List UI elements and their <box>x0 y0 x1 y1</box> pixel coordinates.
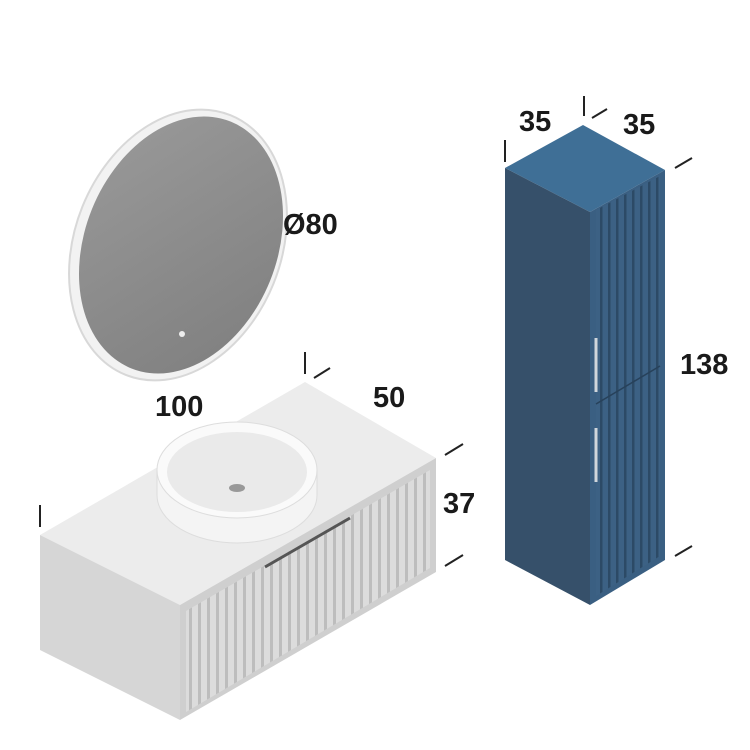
vanity-depth-label: 50 <box>373 382 405 414</box>
vanity-dimension-ticks <box>39 352 464 567</box>
vanity-height-label: 37 <box>443 488 475 520</box>
vanity-width-label: 100 <box>155 391 203 423</box>
cabinet-width-label: 35 <box>519 106 551 138</box>
vanity-unit <box>40 382 436 720</box>
touch-sensor-icon <box>179 331 185 337</box>
tall-cabinet <box>505 125 665 605</box>
cabinet-dimension-ticks <box>504 96 693 557</box>
cabinet-height-label: 138 <box>680 349 728 381</box>
drawer-handle <box>264 516 351 569</box>
cabinet-depth-label: 35 <box>623 109 655 141</box>
vessel-basin <box>156 421 318 544</box>
mirror-diameter-label: Ø80 <box>283 209 338 241</box>
round-mirror <box>68 108 288 382</box>
